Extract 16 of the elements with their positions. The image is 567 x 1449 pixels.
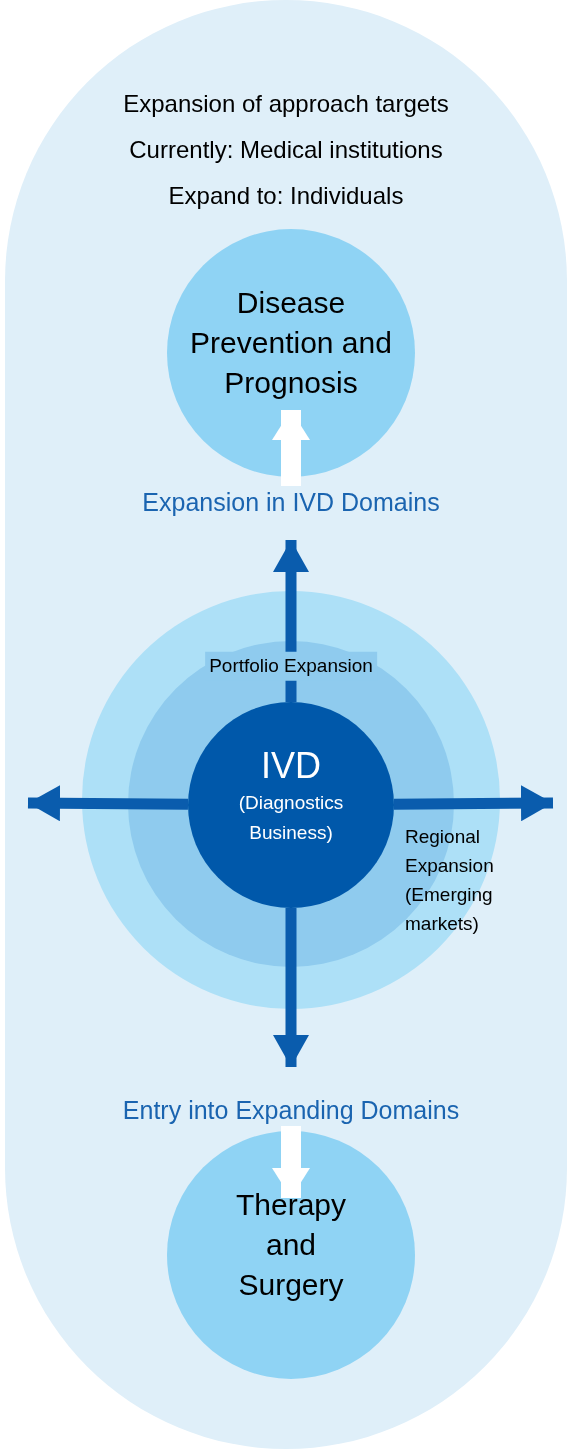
heading-text: Currently: Medical institutions — [129, 135, 443, 165]
arrow — [27, 785, 189, 822]
edge-label: Regional Expansion (Emerging markets) — [405, 825, 495, 936]
domain-heading: Expansion in IVD Domains — [86, 486, 496, 518]
heading-text: Expand to: Individuals — [168, 181, 404, 211]
arrow — [273, 908, 309, 1067]
core-title: IVD — [261, 744, 321, 788]
edge-label: Portfolio Expansion — [205, 651, 377, 681]
core-subtitle: (Diagnostics Business) — [237, 791, 345, 845]
circle-label: Disease Prevention and Prognosis — [189, 285, 393, 401]
circle-label: Therapy and Surgery — [234, 1187, 348, 1303]
arrow — [393, 785, 554, 822]
arrow — [273, 540, 309, 702]
domain-heading: Entry into Expanding Domains — [71, 1094, 511, 1126]
background-band — [5, 0, 567, 1449]
heading-text: Expansion of approach targets — [123, 89, 449, 119]
